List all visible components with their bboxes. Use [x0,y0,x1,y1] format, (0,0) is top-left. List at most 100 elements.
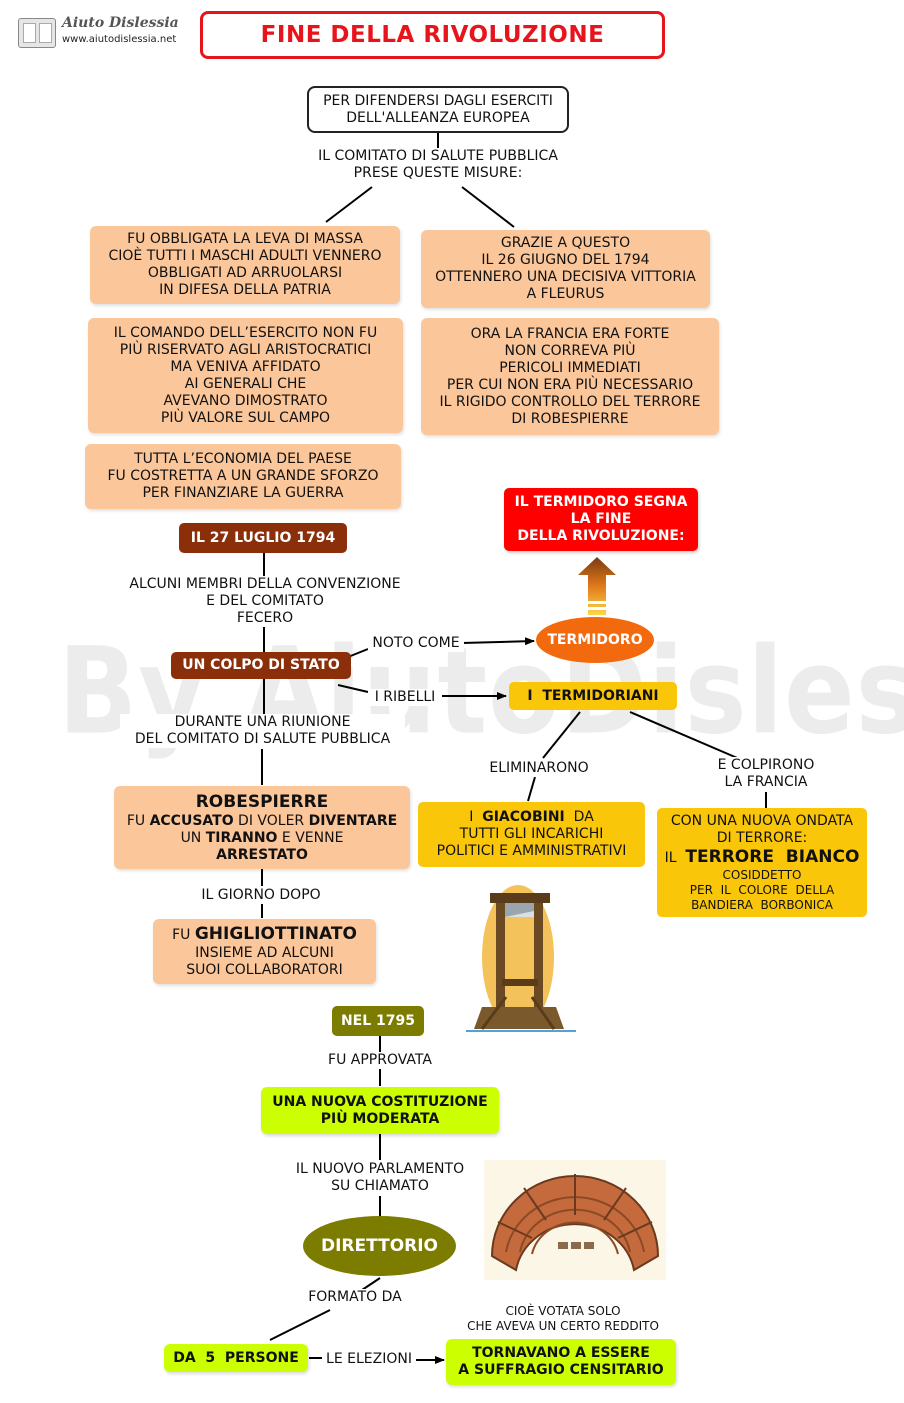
economy-line: TUTTA L’ECONOMIA DEL PAESE [134,451,352,467]
root-line-1: PER DIFENDERSI DAGLI ESERCITI [323,92,553,109]
measures-label: IL COMITATO DI SALUTE PUBBLICA PRESE QUE… [298,148,578,182]
census-note-1: CIOÈ VOTATA SOLO [505,1304,621,1318]
fleurus-line: IL 26 GIUGNO DEL 1794 [481,252,650,268]
mass-levy-line: FU OBBLIGATA LA LEVA DI MASSA [127,231,363,247]
constitution-line-1: UNA NUOVA COSTITUZIONE [272,1093,488,1110]
members-label: ALCUNI MEMBRI DELLA CONVENZIONE E DEL CO… [120,576,410,627]
economy-line: PER FINANZIARE LA GUERRA [142,485,344,501]
page-title-box: FINE DELLA RIVOLUZIONE [200,11,665,59]
france-strong-line: PERICOLI IMMEDIATI [499,359,641,376]
struck-label-2: LA FRANCIA [724,774,808,790]
jacobins-box: I GIACOBINI DA TUTTI GLI INCARICHI POLIT… [418,802,645,867]
parliament-label: IL NUOVO PARLAMENTO SU CHIAMATO [285,1161,475,1195]
directory-label: DIRETTORIO [320,1235,439,1256]
up-arrow-graphic [578,557,616,615]
measures-label-2: PRESE QUESTE MISURE: [353,165,523,181]
guillotine-image [446,879,598,1034]
logo: Aiuto Dislessia www.aiutodislessia.net [16,14,179,52]
revolution-end-line: IL TERMIDORO SEGNA [514,494,688,510]
white-terror-line-4: COSIDDETTO [722,867,802,882]
year-1795: NEL 1795 [340,1012,416,1029]
guillotine-graphic [466,885,576,1032]
france-strong-line: IL RIGIDO CONTROLLO DEL TERRORE [439,393,701,410]
fleurus-box: GRAZIE A QUESTO IL 26 GIUGNO DEL 1794 OT… [421,230,710,308]
book-icon [18,18,56,48]
guillotined-line-3: SUOI COLLABORATORI [186,962,343,978]
france-strong-line: DI ROBESPIERRE [511,410,629,427]
army-command-line: PIÙ RISERVATO AGLI ARISTOCRATICI [119,341,372,358]
logo-url[interactable]: www.aiutodislessia.net [62,34,177,45]
termidoro-label: TERMIDORO [547,631,643,648]
year-1795-box: NEL 1795 [332,1006,424,1036]
elections-label: LE ELEZIONI [322,1351,416,1368]
army-command-line: PIÙ VALORE SUL CAMPO [160,409,331,426]
white-terror-line-5: PER IL COLORE DELLA [689,882,835,897]
directory-ellipse: DIRETTORIO [303,1216,456,1276]
army-command-line: MA VENIVA AFFIDATO [170,358,321,375]
up-arrow-icon [578,557,616,615]
mass-levy-line: IN DIFESA DELLA PATRIA [159,282,331,298]
army-command-line: IL COMANDO DELL’ESERCITO NON FU [113,324,378,341]
coup-box: UN COLPO DI STATO [171,652,351,679]
revolution-end-box: IL TERMIDORO SEGNA LA FINE DELLA RIVOLUZ… [504,488,698,551]
revolution-end-line: DELLA RIVOLUZIONE: [517,528,685,544]
during-label: DURANTE UNA RIUNIONE DEL COMITATO DI SAL… [120,714,405,748]
white-terror-line-1: CON UNA NUOVA ONDATA [670,812,854,829]
guillotined-box: FU GHIGLIOTTINATO INSIEME AD ALCUNI SUOI… [153,919,376,984]
termidoro-ellipse: TERMIDORO [536,617,654,663]
during-label-1: DURANTE UNA RIUNIONE [174,714,351,730]
page-title: FINE DELLA RIVOLUZIONE [260,21,605,48]
france-strong-line: PER CUI NON ERA PIÙ NECESSARIO [446,376,694,393]
parliament-label-2: SU CHIAMATO [331,1178,429,1194]
jacobins-line-2: TUTTI GLI INCARICHI [459,826,604,842]
members-label-1: ALCUNI MEMBRI DELLA CONVENZIONE [129,576,401,592]
measures-label-1: IL COMITATO DI SALUTE PUBBLICA [318,148,558,164]
members-label-3: FECERO [236,610,294,626]
jacobins-line-3: POLITICI E AMMINISTRATIVI [436,843,627,859]
root-line-2: DELL'ALLEANZA EUROPEA [346,109,530,126]
fleurus-line: OTTENNERO UNA DECISIVA VITTORIA [435,269,696,285]
france-strong-line: NON CORREVA PIÙ [504,342,636,359]
census-note: CIOÈ VOTATA SOLO CHE AVEVA UN CERTO REDD… [448,1304,678,1334]
mass-levy-line: CIOÈ TUTTI I MASCHI ADULTI VENNERO [108,248,382,264]
robespierre-line-3: UN TIRANNO E VENNE [180,829,344,846]
five-people-box: DA 5 PERSONE [164,1344,308,1372]
france-strong-box: ORA LA FRANCIA ERA FORTE NON CORREVA PIÙ… [421,318,719,435]
date-1794: IL 27 LUGLIO 1794 [190,529,336,546]
army-command-box: IL COMANDO DELL’ESERCITO NON FU PIÙ RISE… [88,318,403,433]
formed-by-label: FORMATO DA [300,1289,410,1306]
approved-label: FU APPROVATA [320,1052,440,1069]
robespierre-line-4: ARRESTATO [216,846,308,863]
five-people-label: DA 5 PERSONE [173,1349,299,1366]
coup-label: UN COLPO DI STATO [182,657,340,673]
constitution-line-2: PIÙ MODERATA [320,1110,440,1127]
guillotined-line-2: INSIEME AD ALCUNI [195,945,334,961]
white-terror-line-2: DI TERRORE: [716,829,808,846]
during-label-2: DEL COMITATO DI SALUTE PUBBLICA [134,731,391,747]
parliament-label-1: IL NUOVO PARLAMENTO [295,1161,465,1177]
mass-levy-line: OBBLIGATI AD ARRUOLARSI [147,265,343,281]
constitution-box: UNA NUOVA COSTITUZIONE PIÙ MODERATA [261,1087,499,1134]
rebels-label: I RIBELLI [368,689,442,706]
white-terror-line-3: IL TERRORE BIANCO [664,846,860,867]
army-command-line: AI GENERALI CHE [184,375,307,392]
fleurus-line: GRAZIE A QUESTO [500,235,631,251]
parliament-hemicycle-image [484,1160,666,1280]
revolution-end-line: LA FINE [570,511,632,527]
termidoriani-box: I TERMIDORIANI [509,682,677,710]
suffrage-line-2: A SUFFRAGIO CENSITARIO [458,1362,664,1378]
root-node: PER DIFENDERSI DAGLI ESERCITI DELL'ALLEA… [307,86,569,133]
robespierre-box: ROBESPIERRE FU ACCUSATO DI VOLER DIVENTA… [114,786,410,869]
suffrage-line-1: TORNAVANO A ESSERE [472,1345,650,1361]
robespierre-line-2: FU ACCUSATO DI VOLER DIVENTARE [126,812,398,829]
economy-box: TUTTA L’ECONOMIA DEL PAESE FU COSTRETTA … [85,444,401,509]
guillotined-line-1: FU GHIGLIOTTINATO [172,924,357,944]
known-as-label: NOTO COME [368,635,464,652]
white-terror-box: CON UNA NUOVA ONDATA DI TERRORE: IL TERR… [657,808,867,917]
white-terror-line-6: BANDIERA BORBONICA [691,897,833,912]
eliminated-label: ELIMINARONO [484,760,594,777]
struck-label: E COLPIRONO LA FRANCIA [706,757,826,791]
logo-name: Aiuto Dislessia [62,15,179,31]
next-day-label: IL GIORNO DOPO [190,887,332,904]
